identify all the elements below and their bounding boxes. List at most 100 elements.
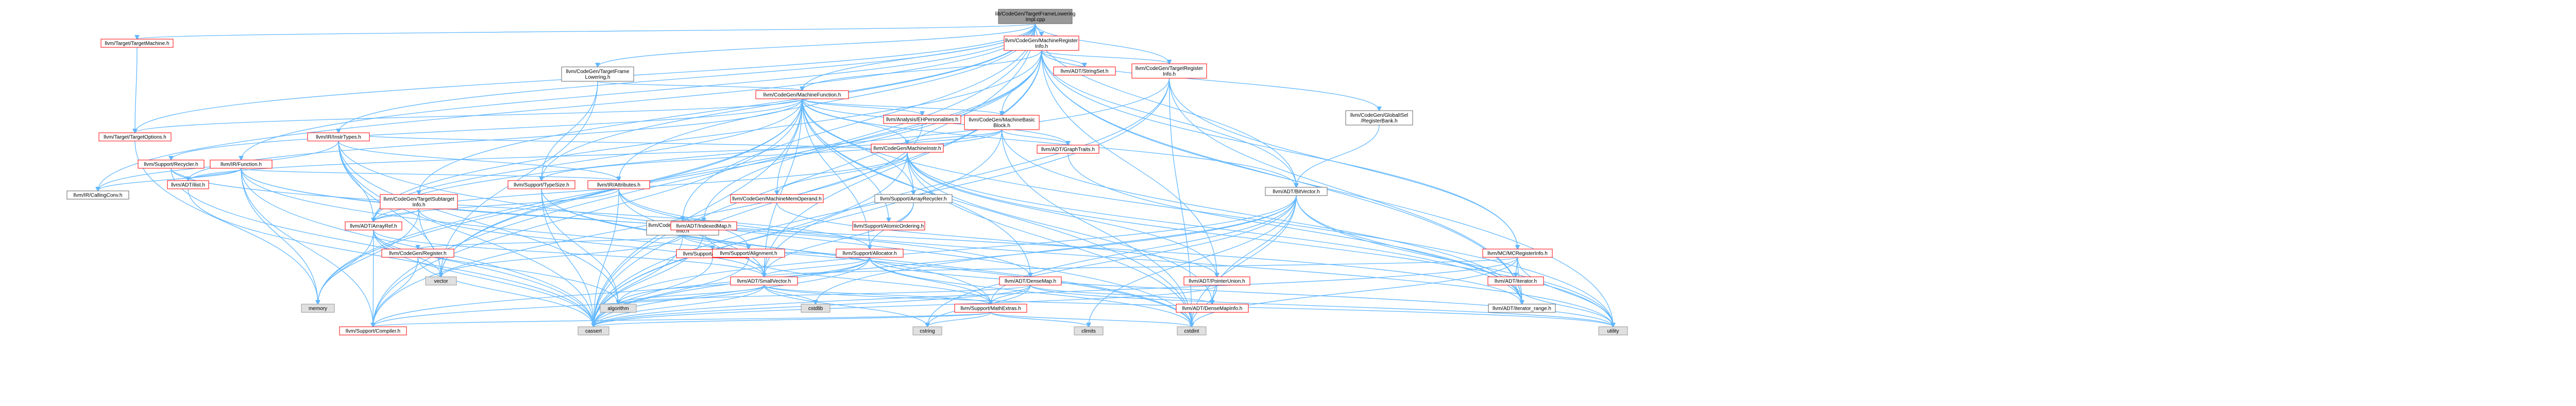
node-label: llvm/ADT/DenseMap.h bbox=[1005, 279, 1056, 285]
edge-TargetSubtarget-to-memory bbox=[318, 208, 419, 304]
edge-TargetSubtarget-to-ADTSmallVector bbox=[418, 208, 764, 277]
node-CodeGenRegister[interactable]: llvm/CodeGen/Register.h bbox=[381, 249, 454, 258]
edge-TRegInfo-to-ADTiteratorrange bbox=[1168, 78, 1522, 304]
edge-IRFunction-to-IRCallingConv bbox=[98, 168, 242, 191]
edge-MInstr-to-cassert bbox=[594, 152, 908, 327]
edge-MRegInfo-to-TRegInfo bbox=[1041, 50, 1170, 64]
node-IRAttributes[interactable]: llvm/IR/Attributes.h bbox=[587, 180, 650, 189]
node-ADTBitVector[interactable]: llvm/ADT/BitVector.h bbox=[1265, 187, 1328, 196]
node-label: vector bbox=[434, 279, 448, 285]
edge-MInstr-to-ADTPointerUnion bbox=[907, 152, 1217, 277]
node-SupportCompiler[interactable]: llvm/Support/Compiler.h bbox=[339, 326, 407, 336]
node-label: llvm/IR/CallingConv.h bbox=[74, 193, 123, 199]
node-ADTStringSet[interactable]: llvm/ADT/StringSet.h bbox=[1053, 66, 1116, 76]
node-TargetMachine[interactable]: llvm/Target/TargetMachine.h bbox=[100, 39, 174, 48]
node-ADTDenseMap[interactable]: llvm/ADT/DenseMap.h bbox=[999, 276, 1062, 286]
node-SupportRecycler[interactable]: llvm/Support/Recycler.h bbox=[138, 160, 205, 169]
node-ADTilist[interactable]: llvm/ADT/ilist.h bbox=[167, 180, 209, 189]
node-SupportAllocator[interactable]: llvm/Support/Allocator.h bbox=[836, 249, 904, 258]
node-label: llvm/IR/Function.h bbox=[221, 162, 262, 168]
node-label: llvm/ADT/SmallVector.h bbox=[737, 279, 791, 285]
node-label: cstdint bbox=[1184, 329, 1199, 334]
node-TFLowering[interactable]: llvm/CodeGen/TargetFrameLowering.h bbox=[561, 66, 634, 82]
edge-ADTArrayRef-to-algorithm bbox=[373, 230, 618, 304]
node-ADTiteratorrange[interactable]: llvm/ADT/iterator_range.h bbox=[1488, 304, 1556, 313]
edge-ADTDenseMap-to-algorithm bbox=[618, 285, 1031, 304]
node-ADTIndexedMap[interactable]: llvm/ADT/IndexedMap.h bbox=[670, 221, 737, 231]
node-SupportAlignment[interactable]: llvm/Support/Alignment.h bbox=[712, 249, 785, 258]
node-label: llvm/IR/Attributes.h bbox=[597, 183, 640, 188]
edge-TargetOptions-to-memory bbox=[134, 140, 318, 304]
node-label: algorithm bbox=[607, 306, 629, 312]
edge-ADTSmallVector-to-cstring bbox=[764, 285, 927, 327]
edge-IRFunction-to-ADTDenseMap bbox=[241, 168, 1030, 277]
edge-SupportDataTypes-to-cassert bbox=[594, 257, 713, 327]
edge-SupportAllocator-to-SupportCompiler bbox=[373, 257, 870, 327]
node-label: Lowering.h bbox=[585, 75, 611, 80]
node-memory: memory bbox=[301, 304, 335, 313]
node-ADTPointerUnion[interactable]: llvm/ADT/PointerUnion.h bbox=[1183, 276, 1250, 286]
node-label: llvm/ADT/GraphTraits.h bbox=[1041, 147, 1095, 153]
edge-MBasicBlock-to-cstdint bbox=[1001, 129, 1192, 327]
node-ADTArrayRef[interactable]: llvm/ADT/ArrayRef.h bbox=[345, 221, 402, 231]
node-ADTDenseMapInfo[interactable]: llvm/ADT/DenseMapInfo.h bbox=[1176, 304, 1249, 313]
edge-SupportTypeSize-to-cstdint bbox=[541, 188, 1192, 327]
edge-MFunction-to-ADTBitVector bbox=[802, 98, 1296, 187]
edge-MBasicBlock-to-ADTGraphTraits bbox=[1001, 129, 1069, 145]
edge-ADTPointerUnion-to-cassert bbox=[594, 285, 1217, 327]
node-ADTGraphTraits[interactable]: llvm/ADT/GraphTraits.h bbox=[1037, 145, 1099, 154]
edge-SupportAlignment-to-SupportMathExtras bbox=[748, 257, 991, 304]
edge-MRegInfo-to-ADTBitVector bbox=[1041, 50, 1297, 187]
node-label: utility bbox=[1607, 329, 1619, 334]
node-label: llvm/Support/AtomicOrdering.h bbox=[854, 224, 924, 230]
node-label: llvm/ADT/BitVector.h bbox=[1273, 189, 1319, 195]
node-SupportMathExtras[interactable]: llvm/Support/MathExtras.h bbox=[954, 304, 1027, 313]
node-MInstr[interactable]: llvm/CodeGen/MachineInstr.h bbox=[871, 144, 944, 153]
edge-root-to-SupportTypeSize bbox=[541, 23, 1036, 181]
node-label: llvm/Support/Allocator.h bbox=[842, 251, 896, 257]
edge-ADTArrayRef-to-memory bbox=[318, 230, 374, 304]
node-SupportTypeSize[interactable]: llvm/Support/TypeSize.h bbox=[507, 180, 575, 189]
node-ArrayRecycler[interactable]: llvm/Support/ArrayRecycler.h bbox=[874, 194, 953, 203]
edge-ADTArrayRef-to-cassert bbox=[373, 230, 594, 327]
edge-SupportAlignment-to-cassert bbox=[594, 257, 749, 327]
edge-TFLowering-to-SupportTypeSize bbox=[541, 81, 598, 181]
node-IRFunction[interactable]: llvm/IR/Function.h bbox=[210, 160, 273, 169]
edge-CodeGenRegister-to-SupportCompiler bbox=[373, 257, 418, 327]
node-MFunction[interactable]: llvm/CodeGen/MachineFunction.h bbox=[755, 90, 849, 99]
node-ADTiterator[interactable]: llvm/ADT/iterator.h bbox=[1487, 276, 1544, 286]
edge-MFrameInfo-to-SupportAlignment bbox=[682, 235, 749, 249]
node-cstdint: cstdint bbox=[1177, 326, 1207, 336]
node-ADTSmallVector[interactable]: llvm/ADT/SmallVector.h bbox=[730, 276, 798, 286]
node-label: llvm/Support/Alignment.h bbox=[720, 251, 777, 257]
edge-IRInstrTypes-to-algorithm bbox=[338, 140, 618, 304]
edge-SupportMathExtras-to-SupportCompiler bbox=[373, 312, 991, 327]
edge-MFunction-to-MBasicBlock bbox=[802, 98, 1002, 115]
node-label: llvm/ADT/IndexedMap.h bbox=[676, 224, 732, 230]
node-GlobalISel[interactable]: llvm/CodeGen/GlobalISel/RegisterBank.h bbox=[1345, 110, 1413, 126]
node-algorithm: algorithm bbox=[600, 304, 637, 313]
node-label: llvm/ADT/iterator.h bbox=[1495, 279, 1537, 285]
edge-ADTSmallVector-to-algorithm bbox=[618, 285, 765, 304]
edge-SupportMathExtras-to-cassert bbox=[594, 312, 991, 327]
node-IRCallingConv[interactable]: llvm/IR/CallingConv.h bbox=[66, 190, 129, 200]
node-TargetOptions[interactable]: llvm/Target/TargetOptions.h bbox=[98, 132, 172, 142]
edge-ADTBitVector-to-algorithm bbox=[618, 195, 1297, 304]
edge-MFunction-to-TargetOptions bbox=[135, 98, 803, 133]
node-AtomicOrdering[interactable]: llvm/Support/AtomicOrdering.h bbox=[852, 221, 925, 231]
node-label: Impl.cpp bbox=[1026, 17, 1045, 23]
edge-root-to-TFLowering bbox=[598, 23, 1036, 67]
node-label: /RegisterBank.h bbox=[1361, 118, 1397, 124]
edge-IRFunction-to-SupportCompiler bbox=[241, 168, 373, 327]
node-MCRegisterInfo[interactable]: llvm/MC/MCRegisterInfo.h bbox=[1482, 249, 1553, 258]
edge-MFunction-to-cassert bbox=[594, 98, 803, 327]
node-MMemOperand[interactable]: llvm/CodeGen/MachineMemOperand.h bbox=[730, 194, 824, 203]
node-EHPersonalities[interactable]: llvm/Analysis/EHPersonalities.h bbox=[883, 115, 961, 124]
edge-MFrameInfo-to-vector bbox=[441, 235, 683, 277]
node-IRInstrTypes[interactable]: llvm/IR/InstrTypes.h bbox=[307, 132, 370, 142]
